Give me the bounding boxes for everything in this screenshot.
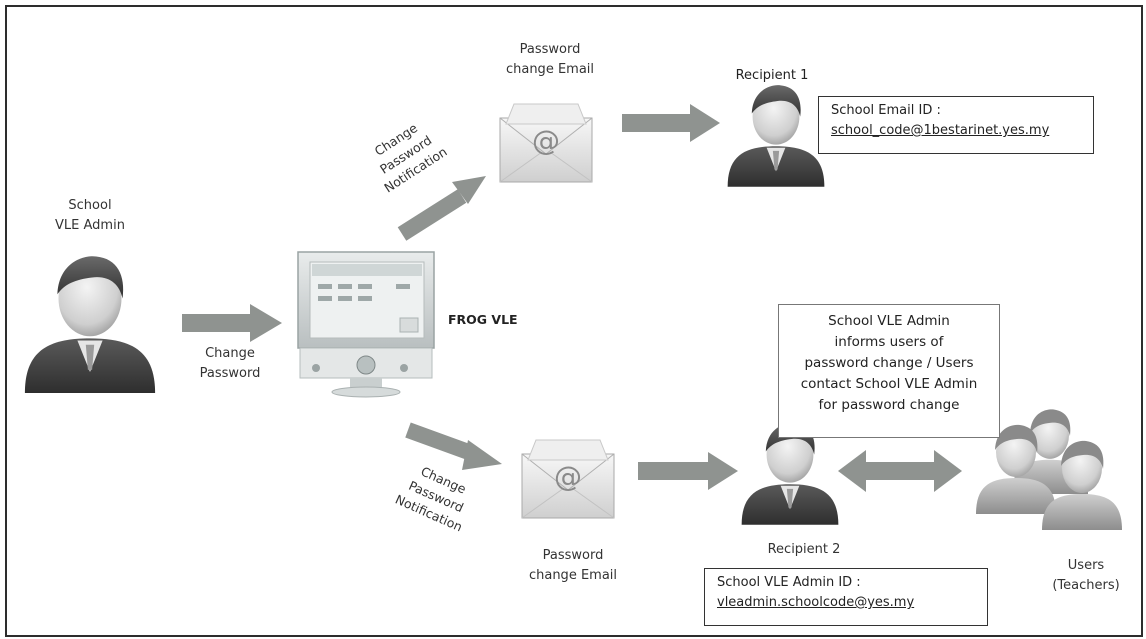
notification-arrow-up xyxy=(397,176,486,241)
recipient2-users-double-arrow xyxy=(838,450,962,492)
recipient-2-admin-id: vleadmin.schoolcode@yes.my xyxy=(717,595,915,610)
admin-informs-users-note: School VLE Admin informs users of passwo… xyxy=(778,304,1000,438)
recipient-2-person-icon xyxy=(741,423,839,525)
notification-arrow-down xyxy=(405,422,502,470)
password-email-label-top: Password change Email xyxy=(505,42,595,77)
change-password-label: Change Password xyxy=(199,346,261,381)
recipient-2-box-title: School VLE Admin ID : xyxy=(717,575,861,590)
svg-text:@: @ xyxy=(532,124,560,157)
users-teachers-label: Users (Teachers) xyxy=(1052,558,1120,593)
recipient-2-label: Recipient 2 xyxy=(767,542,841,557)
recipient-1-box-title: School Email ID : xyxy=(831,103,941,118)
recipient-1-email-address: school_code@1bestarinet.yes.my xyxy=(831,123,1050,138)
password-email-envelope-icon-top: @ xyxy=(499,103,593,183)
recipient-1-email-box: School Email ID : school_code@1bestarine… xyxy=(818,96,1094,154)
admin-label: School VLE Admin xyxy=(55,198,125,233)
password-email-label-bottom: Password change Email xyxy=(528,548,618,583)
recipient-2-id-box: School VLE Admin ID : vleadmin.schoolcod… xyxy=(704,568,988,626)
outer-frame xyxy=(5,5,1143,637)
frog-vle-label: FROG VLE xyxy=(448,312,518,327)
frog-vle-monitor-icon xyxy=(297,251,435,398)
email-to-recipient2-arrow xyxy=(638,452,738,490)
recipient-1-person-icon xyxy=(727,85,825,187)
email-to-recipient1-arrow xyxy=(622,104,720,142)
school-vle-admin-person-icon xyxy=(24,256,156,393)
svg-text:@: @ xyxy=(554,460,582,493)
recipient-1-label: Recipient 1 xyxy=(735,68,809,83)
change-password-arrow xyxy=(182,304,282,342)
password-email-envelope-icon-bottom: @ xyxy=(521,439,615,519)
